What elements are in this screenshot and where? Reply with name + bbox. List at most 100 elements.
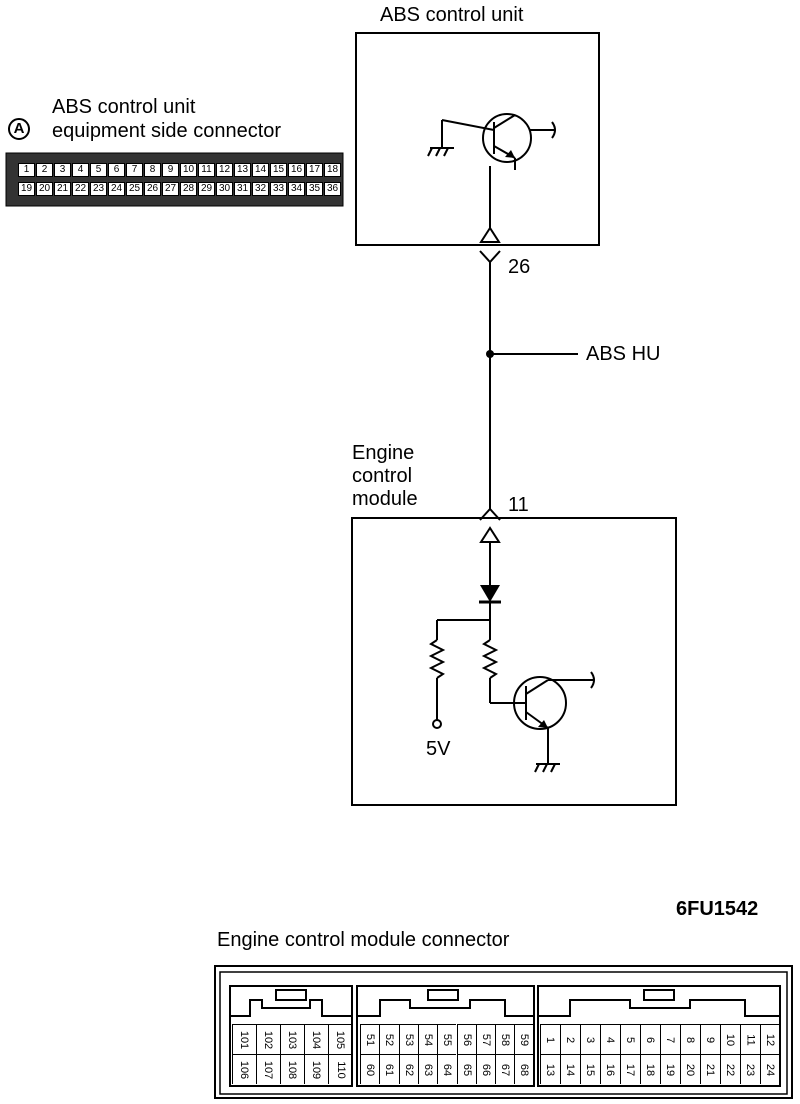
ecm-connector-pin: 51	[360, 1024, 380, 1054]
ecm-pin-number: 65	[460, 1063, 473, 1076]
ecm-connector-pin: 65	[456, 1054, 476, 1084]
ecm-pin-number: 8	[684, 1036, 697, 1043]
ecm-pin-number: 13	[544, 1063, 557, 1076]
ecm-pin-number: 63	[422, 1063, 435, 1076]
ecm-pin-number: 102	[262, 1030, 275, 1049]
ecm-ground-icon	[534, 763, 560, 773]
ecm-connector-pin: 56	[456, 1024, 476, 1054]
ecm-pin-number: 6	[644, 1036, 657, 1043]
series-resistor-icon	[481, 639, 499, 679]
ecm-connector-pin: 2	[560, 1024, 580, 1054]
ecm-pin-number: 54	[422, 1033, 435, 1046]
ecm-connector-pin: 66	[475, 1054, 496, 1084]
ecm-connector-pin: 52	[379, 1024, 399, 1054]
abs-connector-pin: 20	[36, 182, 53, 196]
ecm-connector-pin: 67	[495, 1054, 515, 1084]
abs-connector-pin: 18	[324, 163, 341, 177]
abs-connector-pin: 24	[108, 182, 125, 196]
ecm-pin-number: 104	[310, 1030, 323, 1049]
ecm-title-line3: module	[352, 488, 418, 510]
ecm-box	[351, 517, 677, 806]
abs-connector-pin: 25	[126, 182, 143, 196]
ecm-pin-number: 67	[499, 1063, 512, 1076]
ecm-pin-number: 22	[724, 1063, 737, 1076]
ecm-connector-pin: 3	[580, 1024, 600, 1054]
ecm-pin-number: 53	[402, 1033, 415, 1046]
ecm-connector-pin: 58	[495, 1024, 515, 1054]
ecm-connector-pin: 7	[660, 1024, 680, 1054]
abs-connector-pin: 32	[252, 182, 269, 196]
ecm-pin-number: 108	[286, 1060, 299, 1079]
abs-connector-pin: 35	[306, 182, 323, 196]
ecm-connector-pin: 57	[475, 1024, 496, 1054]
ecm-pin-number: 19	[664, 1063, 677, 1076]
ecm-pin-number: 21	[704, 1063, 717, 1076]
ecm-connector-pin: 60	[360, 1054, 380, 1084]
abs-connector-pin: 34	[288, 182, 305, 196]
abs-connector-pin: 30	[216, 182, 233, 196]
ecm-connector-pin: 54	[417, 1024, 438, 1054]
ecm-connector-pin: 19	[660, 1054, 680, 1084]
abs-unit-title: ABS control unit	[380, 4, 524, 26]
ecm-pin-number: 103	[286, 1030, 299, 1049]
pullup-resistor-icon	[428, 639, 446, 679]
ecm-connector-pin: 59	[514, 1024, 534, 1054]
ecm-connector-pin: 68	[514, 1054, 534, 1084]
abs-connector-pin: 22	[72, 182, 89, 196]
ecm-pin-number: 57	[479, 1033, 492, 1046]
ecm-pin-label: 11	[508, 494, 529, 516]
ecm-connector-pin: 104	[304, 1024, 328, 1054]
ecm-connector-pin: 21	[700, 1054, 720, 1084]
abs-connector-chevron-icon	[479, 250, 501, 264]
abs-connector-pin: 27	[162, 182, 179, 196]
ecm-pin-number: 58	[499, 1033, 512, 1046]
ecm-connector-pin: 16	[600, 1054, 620, 1084]
ecm-connector-title: Engine control module connector	[217, 929, 510, 951]
ecm-connector-pin: 102	[256, 1024, 280, 1054]
ecm-terminal-icon	[479, 526, 501, 543]
diode-icon	[480, 585, 500, 602]
ecm-pin-number: 56	[460, 1033, 473, 1046]
ecm-connector-pin: 107	[256, 1054, 280, 1084]
ecm-pin-number: 16	[604, 1063, 617, 1076]
abs-connector-marker: A	[8, 118, 30, 140]
abs-connector-pin: 15	[270, 163, 287, 177]
abs-connector-marker-letter: A	[13, 120, 25, 137]
ecm-connector-pin: 8	[680, 1024, 700, 1054]
abs-terminal-icon	[479, 226, 501, 243]
ecm-connector-pin: 12	[760, 1024, 780, 1054]
abs-connector-pin: 31	[234, 182, 251, 196]
abs-connector-body	[5, 152, 344, 207]
abs-pin-label: 26	[508, 256, 531, 278]
abs-connector-pin: 29	[198, 182, 215, 196]
ecm-pin-number: 55	[441, 1033, 454, 1046]
ecm-connector-pin: 106	[232, 1054, 256, 1084]
ecm-pin-number: 101	[238, 1030, 251, 1049]
ecm-connector-pin: 5	[620, 1024, 640, 1054]
ecm-connector-pin: 53	[398, 1024, 418, 1054]
ecm-connector-pin: 13	[540, 1054, 560, 1084]
abs-connector-pin: 6	[108, 163, 125, 177]
ecm-pin-number: 20	[684, 1063, 697, 1076]
figure-code: 6FU1542	[676, 898, 759, 920]
ecm-pin-number: 4	[604, 1036, 617, 1043]
abs-connector-title-line2: equipment side connector	[52, 120, 282, 142]
abs-connector-pin: 33	[270, 182, 287, 196]
ecm-connector-pin: 108	[280, 1054, 304, 1084]
ecm-pin-number: 5	[624, 1036, 637, 1043]
ecm-connector-pin: 20	[680, 1054, 700, 1084]
abs-connector-pin: 8	[144, 163, 161, 177]
abs-connector-pin: 36	[324, 182, 341, 196]
ecm-connector-pin: 64	[437, 1054, 457, 1084]
abs-connector-pin: 4	[72, 163, 89, 177]
ecm-pin-number: 109	[310, 1060, 323, 1079]
ecm-connector-pin: 6	[640, 1024, 660, 1054]
ecm-pin-number: 24	[764, 1063, 777, 1076]
ecm-connector-pin: 22	[720, 1054, 740, 1084]
abs-connector-pin: 21	[54, 182, 71, 196]
ecm-connector-pin: 62	[398, 1054, 418, 1084]
ecm-connector-pin: 10	[720, 1024, 740, 1054]
ecm-pin-number: 106	[238, 1060, 251, 1079]
